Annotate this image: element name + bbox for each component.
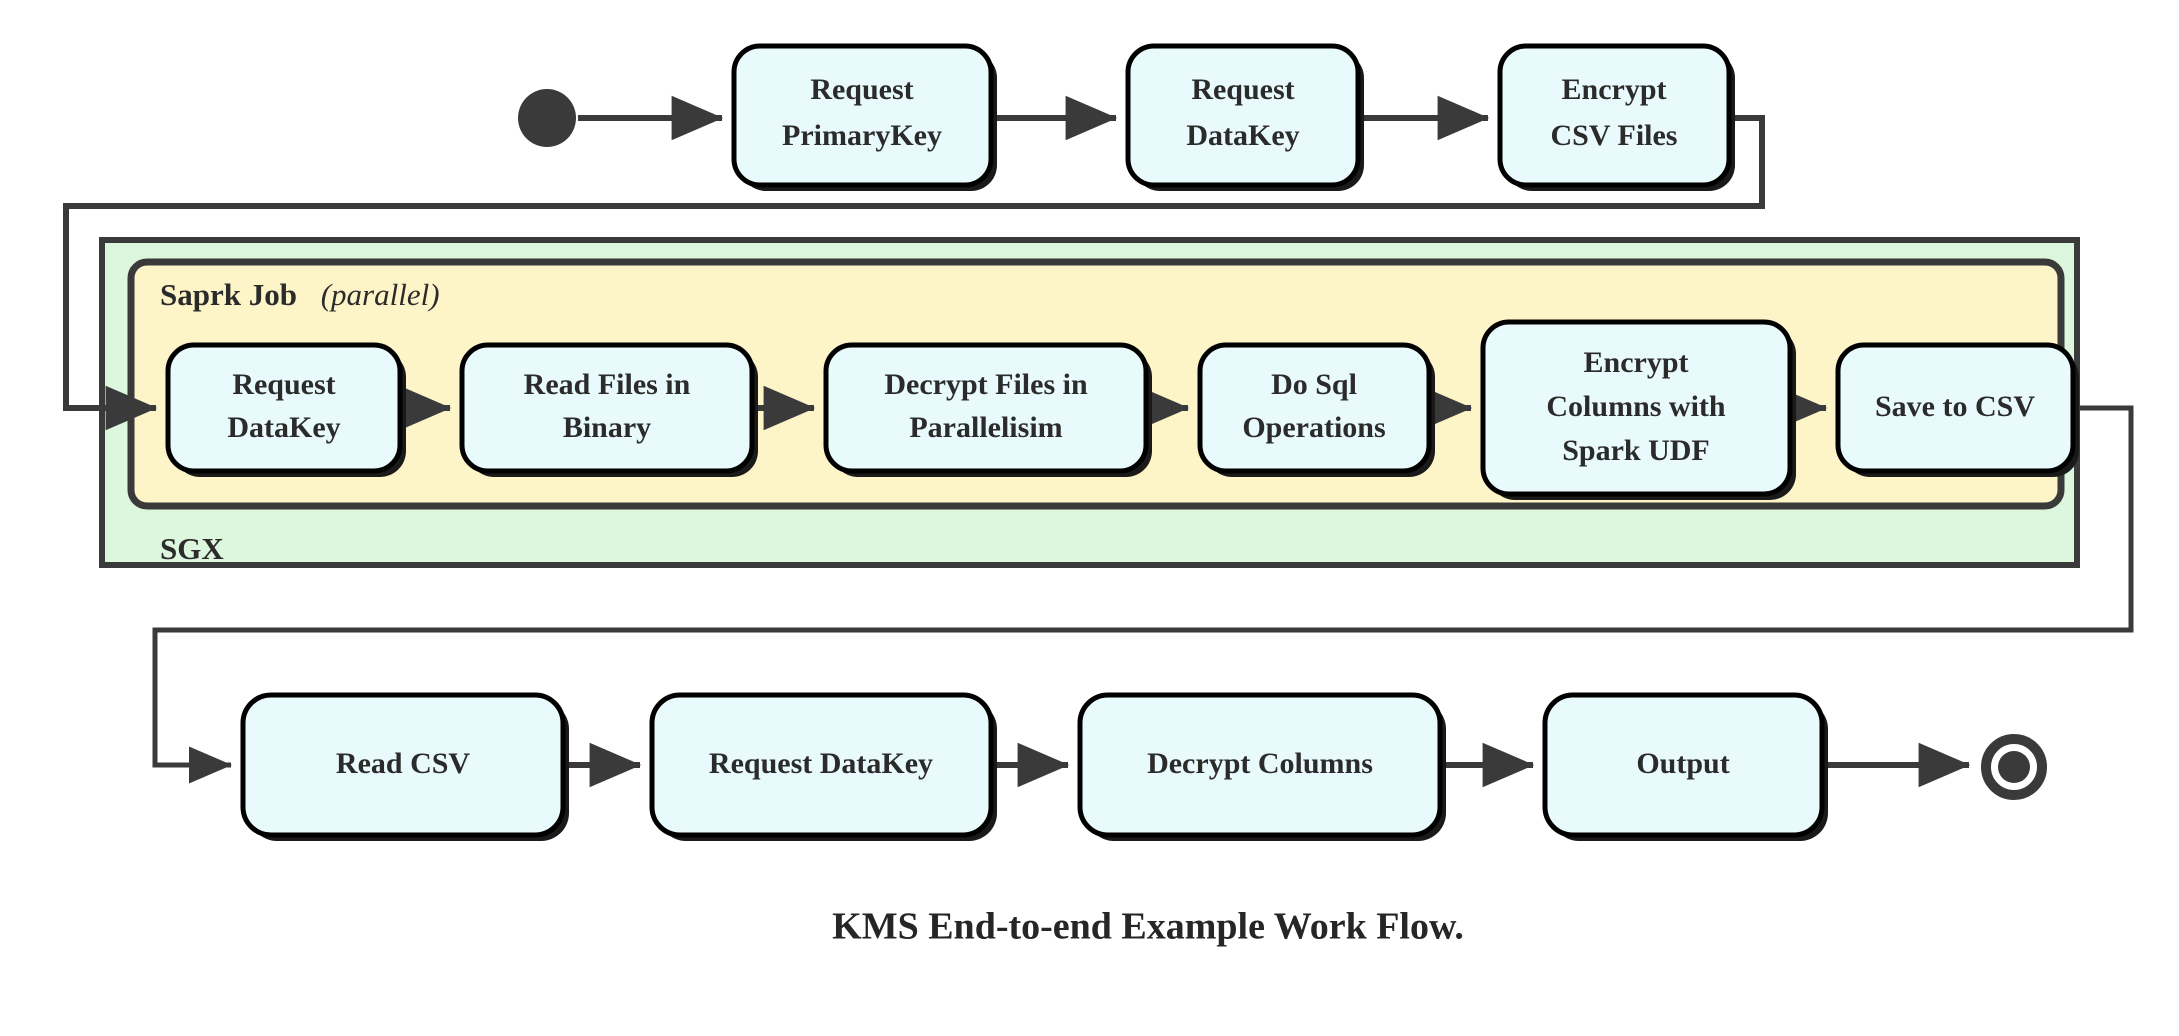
start-node-icon <box>518 89 576 147</box>
node-save-to-csv[interactable]: Save to CSV <box>1835 342 2079 477</box>
node-request-primarykey[interactable]: Request PrimaryKey <box>731 43 997 191</box>
node-label-do-sql-operations-line1: Do Sql <box>1271 368 1357 401</box>
node-label-decrypt-files-in-parallelisim-line2: Parallelisim <box>909 411 1062 444</box>
node-label-read-csv: Read CSV <box>336 747 471 780</box>
node-read-files-in-binary[interactable]: Read Files in Binary <box>459 342 758 477</box>
connector-save-csv-to-read-csv <box>152 405 2134 784</box>
node-label-encrypt-csv-files-line1: Encrypt <box>1562 73 1667 106</box>
node-label-encrypt-columns-line3: Spark UDF <box>1562 434 1710 467</box>
node-label-request-datakey-spark-line1: Request <box>232 368 335 401</box>
node-request-datakey-top[interactable]: Request DataKey <box>1125 43 1364 191</box>
group-label-spark: Saprk Job (parallel) <box>160 277 440 312</box>
diagram-caption: KMS End-to-end Example Work Flow. <box>832 906 1464 948</box>
node-output[interactable]: Output <box>1542 692 1828 841</box>
node-label-encrypt-csv-files-line2: CSV Files <box>1551 119 1678 152</box>
node-do-sql-operations[interactable]: Do Sql Operations <box>1197 342 1435 477</box>
node-label-request-datakey-top-line1: Request <box>1191 73 1294 106</box>
node-label-output: Output <box>1636 747 1729 780</box>
node-label-decrypt-files-in-parallelisim-line1: Decrypt Files in <box>884 368 1088 401</box>
node-decrypt-files-in-parallelisim[interactable]: Decrypt Files in Parallelisim <box>823 342 1152 477</box>
node-encrypt-columns-with-spark-udf[interactable]: Encrypt Columns with Spark UDF <box>1480 319 1796 500</box>
node-request-datakey-spark[interactable]: Request DataKey <box>165 342 406 477</box>
node-label-decrypt-columns: Decrypt Columns <box>1147 747 1373 780</box>
node-label-request-datakey-top-line2: DataKey <box>1186 119 1299 152</box>
node-label-save-to-csv: Save to CSV <box>1875 390 2035 423</box>
node-label-request-datakey-spark-line2: DataKey <box>227 411 340 444</box>
node-read-csv[interactable]: Read CSV <box>240 692 569 841</box>
node-label-encrypt-columns-line2: Columns with <box>1546 390 1726 423</box>
node-label-encrypt-columns-line1: Encrypt <box>1584 346 1689 379</box>
node-label-request-datakey-bottom: Request DataKey <box>709 747 933 780</box>
group-label-sgx: SGX <box>160 531 224 566</box>
node-label-read-files-in-binary-line1: Read Files in <box>524 368 691 401</box>
node-encrypt-csv-files[interactable]: Encrypt CSV Files <box>1497 43 1735 191</box>
end-node-icon <box>1981 734 2047 800</box>
node-label-request-primarykey-line2: PrimaryKey <box>782 119 942 152</box>
group-label-spark-suffix: (parallel) <box>321 277 440 312</box>
node-decrypt-columns[interactable]: Decrypt Columns <box>1077 692 1446 841</box>
group-label-spark-main: Saprk Job <box>160 277 297 312</box>
node-label-request-primarykey-line1: Request <box>810 73 913 106</box>
node-label-do-sql-operations-line2: Operations <box>1242 411 1385 444</box>
connector-encrypt-csv-to-spark-request-datakey <box>63 115 1765 431</box>
node-request-datakey-bottom[interactable]: Request DataKey <box>649 692 997 841</box>
node-label-read-files-in-binary-line2: Binary <box>563 411 651 444</box>
